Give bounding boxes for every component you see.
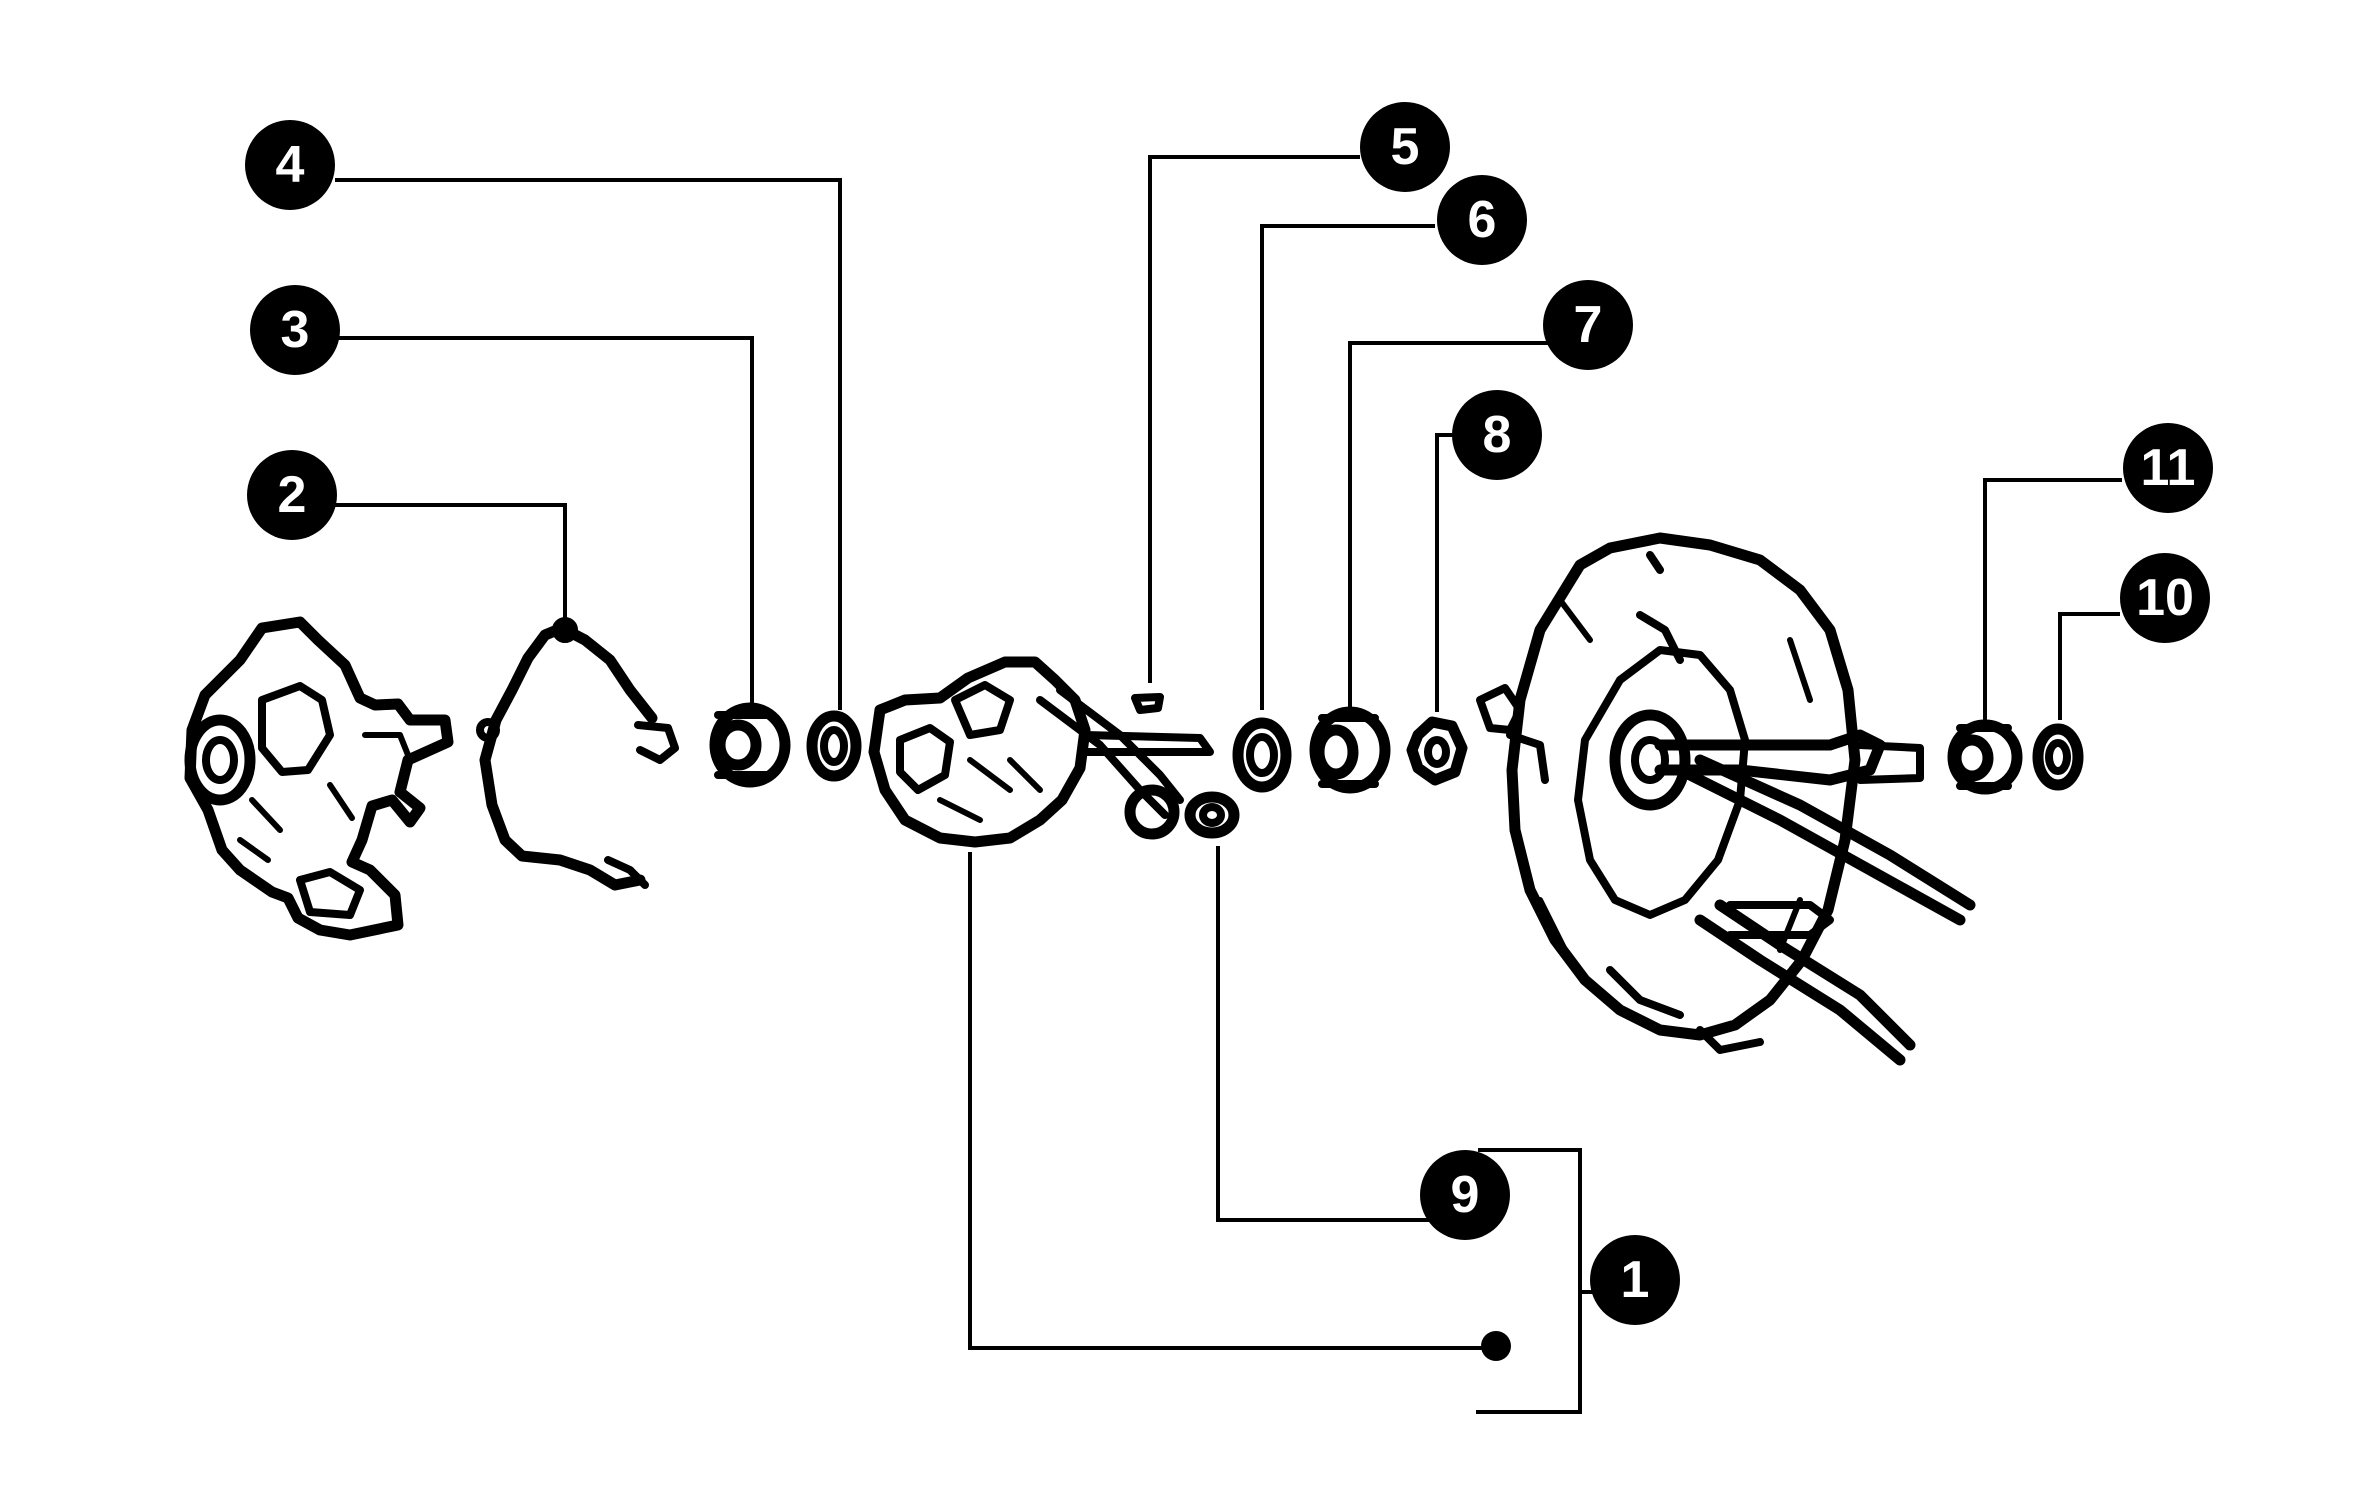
callout-10: 10 bbox=[2120, 553, 2210, 643]
outer-bearing-part bbox=[1947, 719, 2023, 795]
callout-5: 5 bbox=[1360, 102, 1450, 192]
pin-part bbox=[1131, 693, 1164, 714]
crankshaft-part bbox=[868, 656, 1214, 848]
leader-3 bbox=[335, 336, 754, 705]
crankcase-housing-part bbox=[1476, 532, 1976, 1066]
callout-5-label: 5 bbox=[1391, 118, 1420, 176]
leader-2 bbox=[335, 503, 567, 622]
callout-8-label: 8 bbox=[1483, 406, 1512, 464]
outer-ring-part bbox=[2032, 723, 2084, 791]
bearing-part bbox=[709, 702, 791, 788]
leader-1-low bbox=[968, 852, 1494, 1350]
callout-10-label: 10 bbox=[2136, 569, 2194, 627]
left-housing-part bbox=[184, 616, 454, 941]
bushing-part bbox=[1184, 791, 1240, 839]
callout-2-label: 2 bbox=[278, 466, 307, 524]
callouts: 4 3 2 5 6 7 8 11 bbox=[245, 102, 2213, 1325]
callout-4: 4 bbox=[245, 120, 335, 210]
callout-8: 8 bbox=[1452, 390, 1542, 480]
leader-4 bbox=[335, 178, 842, 710]
callout-11: 11 bbox=[2123, 423, 2213, 513]
washer-part bbox=[1232, 717, 1292, 793]
gasket-part bbox=[476, 617, 679, 891]
leader-6 bbox=[1260, 224, 1435, 710]
seal-ring-part bbox=[806, 710, 862, 782]
callout-4-label: 4 bbox=[276, 136, 305, 194]
callout-3-label: 3 bbox=[281, 301, 310, 359]
leader-8 bbox=[1435, 433, 1468, 712]
callout-11-label: 11 bbox=[2141, 439, 2196, 497]
nut-part bbox=[1406, 716, 1468, 786]
leader-11 bbox=[1983, 478, 2122, 720]
callout-9-label: 9 bbox=[1451, 1166, 1480, 1224]
callout-6: 6 bbox=[1437, 175, 1527, 265]
leader-7 bbox=[1348, 341, 1548, 710]
callout-7: 7 bbox=[1543, 280, 1633, 370]
leader-9 bbox=[1216, 846, 1440, 1222]
large-bearing-part bbox=[1309, 706, 1391, 794]
leader-1-dot bbox=[1481, 1331, 1511, 1361]
callout-3: 3 bbox=[250, 285, 340, 375]
callout-1-label: 1 bbox=[1621, 1251, 1650, 1309]
callout-9: 9 bbox=[1420, 1150, 1510, 1240]
leader-10 bbox=[2058, 612, 2120, 720]
callout-7-label: 7 bbox=[1574, 296, 1603, 354]
callout-2: 2 bbox=[247, 450, 337, 540]
callout-1: 1 bbox=[1590, 1235, 1680, 1325]
leader-5 bbox=[1148, 155, 1360, 683]
callout-6-label: 6 bbox=[1468, 191, 1497, 249]
